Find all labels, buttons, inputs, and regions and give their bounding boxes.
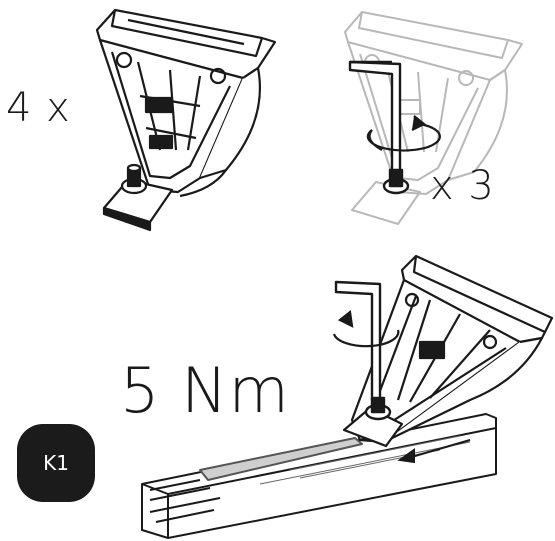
bracket-quantity-label: 4 x <box>6 85 71 131</box>
rotation-arrow-icon <box>332 309 400 348</box>
hex-key-icon <box>348 60 410 195</box>
torque-label: 5 Nm <box>120 354 290 427</box>
screw-quantity-label: x 3 <box>430 163 495 209</box>
rotation-arrow-icon <box>366 115 441 152</box>
bracket-icon <box>95 8 277 232</box>
step-badge: K1 <box>17 424 95 502</box>
hex-key-icon <box>334 280 392 421</box>
slide-arrow-icon <box>397 439 471 464</box>
rail-icon <box>141 413 497 539</box>
